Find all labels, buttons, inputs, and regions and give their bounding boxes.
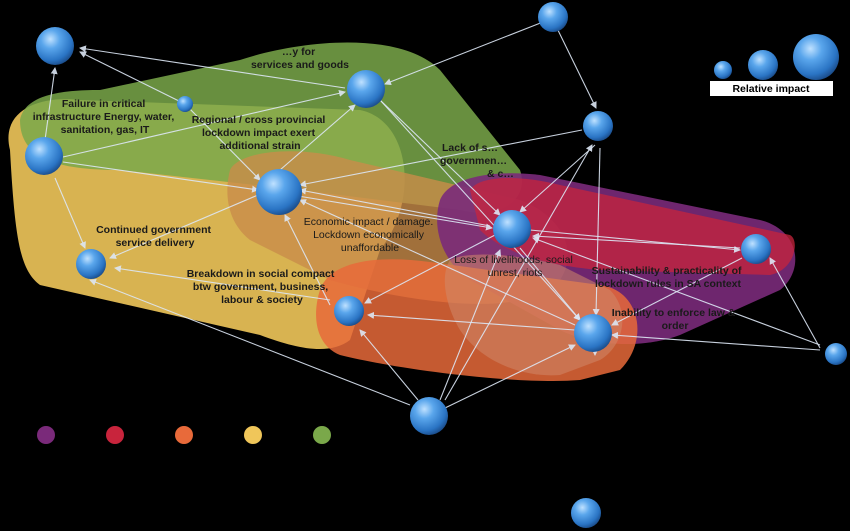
node-ball[interactable] (256, 169, 302, 215)
node-label-n4: Lack of s… governmen… & c… (440, 142, 514, 180)
node-label-n1: …y for services and goods (251, 46, 349, 71)
nodes (25, 2, 847, 528)
legend-ball-large (793, 34, 839, 80)
cluster-overlap (444, 254, 623, 376)
node-ball[interactable] (334, 296, 364, 326)
node-ball[interactable] (177, 96, 193, 112)
node-label-n5: Economic impact / damage. Lockdown econo… (304, 216, 436, 254)
dot-yellow (244, 426, 262, 444)
node-label-n9: Sustainability & practicality of lockdow… (592, 265, 745, 290)
legend-ball-small (714, 61, 732, 79)
node-ball[interactable] (538, 2, 568, 32)
dot-orange (175, 426, 193, 444)
node-label-n2: Failure in critical infrastructure Energ… (33, 98, 178, 136)
node-label-n8: Breakdown in social compact btw governme… (187, 268, 338, 306)
node-ball[interactable] (36, 27, 74, 65)
node-ball[interactable] (25, 137, 63, 175)
legend-ball-medium (748, 50, 778, 80)
dot-red (106, 426, 124, 444)
legend-label: Relative impact (732, 83, 810, 95)
node-label-n10: Inability to enforce law & order (612, 307, 739, 332)
node-ball[interactable] (76, 249, 106, 279)
legend-relative-impact: Relative impact (710, 34, 839, 96)
node-ball[interactable] (574, 314, 612, 352)
dot-green (313, 426, 331, 444)
legend-box (710, 81, 833, 96)
node-ball[interactable] (741, 234, 771, 264)
legend-color-dots (37, 426, 331, 444)
dot-purple (37, 426, 55, 444)
node-ball[interactable] (825, 343, 847, 365)
cluster-red (470, 178, 795, 275)
edges (44, 19, 821, 409)
node-label-n3: Regional / cross provincial lockdown imp… (192, 114, 329, 152)
node-ball[interactable] (410, 397, 448, 435)
node-label-n6: Continued government service delivery (96, 224, 214, 249)
node-label-n7: Loss of livelihoods, social unrest, riot… (454, 254, 575, 279)
node-ball[interactable] (493, 210, 531, 248)
node-ball[interactable] (347, 70, 385, 108)
node-ball[interactable] (571, 498, 601, 528)
node-ball[interactable] (583, 111, 613, 141)
